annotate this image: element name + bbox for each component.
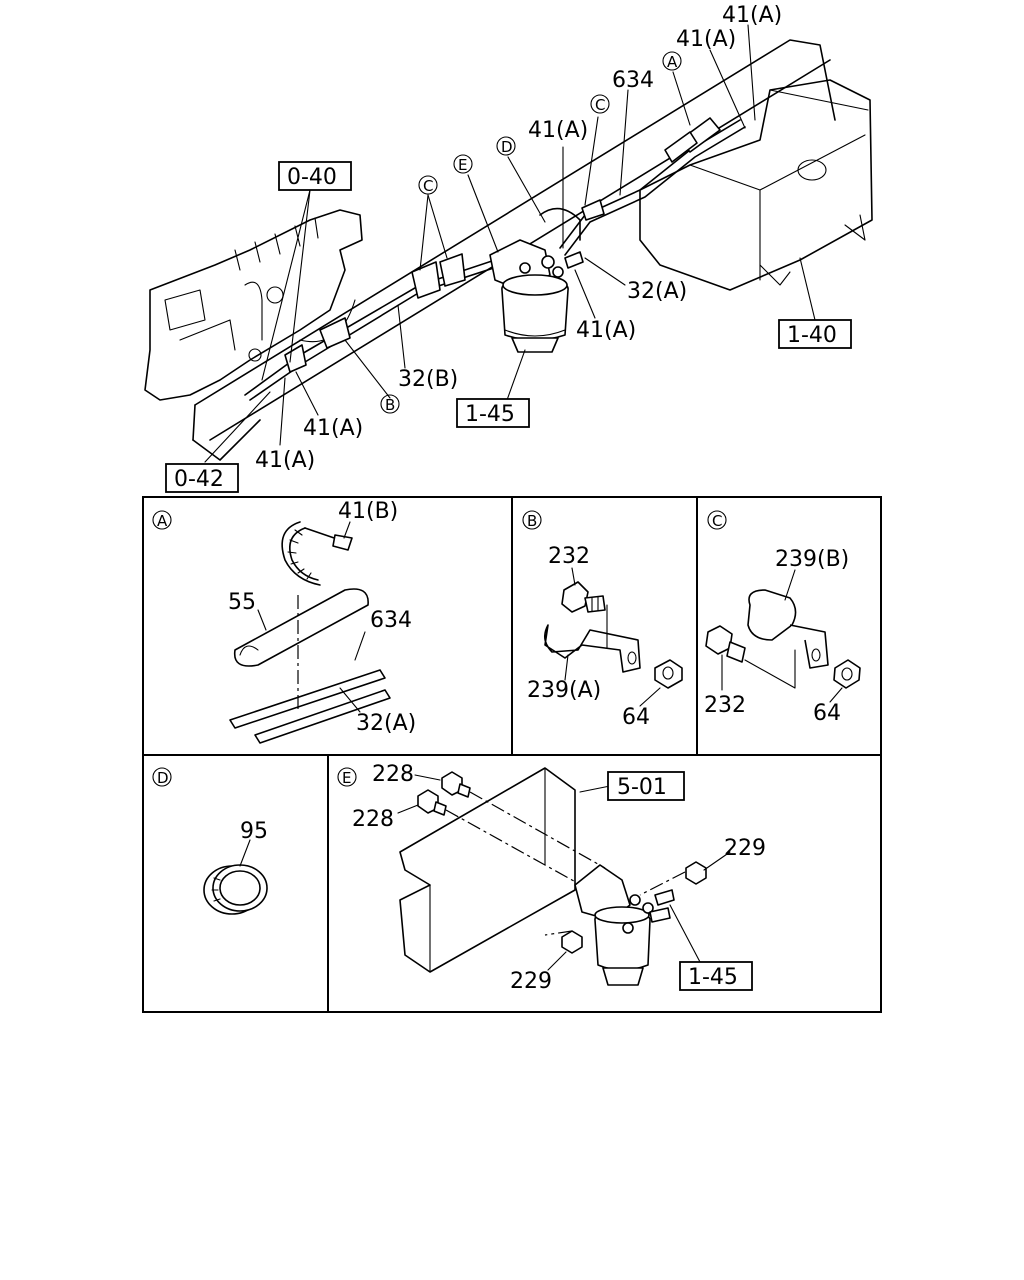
label-229-a: 229 bbox=[724, 836, 766, 861]
label-41a-left2: 41(A) bbox=[255, 448, 315, 473]
ref-box-0-42[interactable]: 0-42 bbox=[165, 463, 239, 493]
label-634: 634 bbox=[612, 68, 654, 93]
detail-a-id: A bbox=[157, 512, 168, 530]
label-41a-mid: 41(A) bbox=[528, 118, 588, 143]
label-64-c: 64 bbox=[813, 701, 841, 726]
detail-b: B 232 239(A) 64 bbox=[522, 510, 683, 730]
callout-circle-b: B bbox=[380, 394, 400, 414]
svg-text:C: C bbox=[423, 177, 433, 195]
engine-block bbox=[144, 209, 363, 401]
ref-box-0-40[interactable]: 0-40 bbox=[278, 161, 352, 191]
detail-frames bbox=[142, 496, 882, 1013]
detail-e: E 228 228 229 229 5- bbox=[337, 762, 766, 994]
callout-circle-d: D bbox=[496, 136, 516, 156]
label-64-b: 64 bbox=[622, 705, 650, 730]
overview-illustration: A C D E C B 0-40 0-42 1-40 1-45 41(A) 41… bbox=[144, 3, 873, 493]
svg-text:0-40: 0-40 bbox=[287, 165, 337, 190]
svg-text:D: D bbox=[501, 138, 513, 156]
detail-b-id: B bbox=[527, 512, 537, 530]
label-228-b: 228 bbox=[352, 807, 394, 832]
ref-box-1-40[interactable]: 1-40 bbox=[778, 319, 852, 349]
svg-text:0-42: 0-42 bbox=[174, 467, 224, 492]
svg-text:B: B bbox=[385, 396, 395, 414]
ref-box-1-45[interactable]: 1-45 bbox=[456, 398, 530, 428]
detail-c: C 239(B) 232 64 bbox=[704, 510, 861, 726]
callout-circle-e: E bbox=[453, 154, 473, 174]
label-41a-top2: 41(A) bbox=[676, 27, 736, 52]
label-41a-left1: 41(A) bbox=[303, 416, 363, 441]
svg-text:1-45: 1-45 bbox=[465, 402, 515, 427]
svg-text:5-01: 5-01 bbox=[617, 775, 667, 800]
label-239a: 239(A) bbox=[527, 678, 601, 703]
detail-e-id: E bbox=[342, 769, 351, 787]
label-239b: 239(B) bbox=[775, 547, 849, 572]
svg-text:1-40: 1-40 bbox=[787, 323, 837, 348]
label-232-c: 232 bbox=[704, 693, 746, 718]
svg-text:E: E bbox=[458, 156, 467, 174]
callout-circle-a: A bbox=[662, 51, 682, 71]
ref-box-5-01[interactable]: 5-01 bbox=[607, 771, 685, 801]
svg-text:1-45: 1-45 bbox=[688, 965, 738, 990]
label-41a-right: 41(A) bbox=[576, 318, 636, 343]
callout-circle-c1: C bbox=[590, 94, 610, 114]
label-32a-detail: 32(A) bbox=[356, 711, 416, 736]
ref-box-1-45-detail[interactable]: 1-45 bbox=[679, 961, 753, 991]
label-634-detail: 634 bbox=[370, 608, 412, 633]
label-41a-top1: 41(A) bbox=[722, 3, 782, 28]
label-55: 55 bbox=[228, 590, 256, 615]
detail-a: A 41(B) 55 634 32(A) bbox=[152, 499, 416, 744]
callout-circle-c2: C bbox=[418, 175, 438, 195]
label-95: 95 bbox=[240, 819, 268, 844]
label-232-b: 232 bbox=[548, 544, 590, 569]
fuel-tank bbox=[639, 79, 873, 291]
label-32a: 32(A) bbox=[627, 279, 687, 304]
label-228-a: 228 bbox=[372, 762, 414, 787]
label-229-b: 229 bbox=[510, 969, 552, 994]
fuel-filter bbox=[489, 239, 584, 353]
detail-d-id: D bbox=[157, 769, 169, 787]
svg-text:C: C bbox=[595, 96, 605, 114]
detail-d: D 95 bbox=[152, 767, 268, 915]
label-41b: 41(B) bbox=[338, 499, 398, 524]
svg-text:A: A bbox=[667, 53, 678, 71]
detail-c-id: C bbox=[712, 512, 722, 530]
label-32b: 32(B) bbox=[398, 367, 458, 392]
